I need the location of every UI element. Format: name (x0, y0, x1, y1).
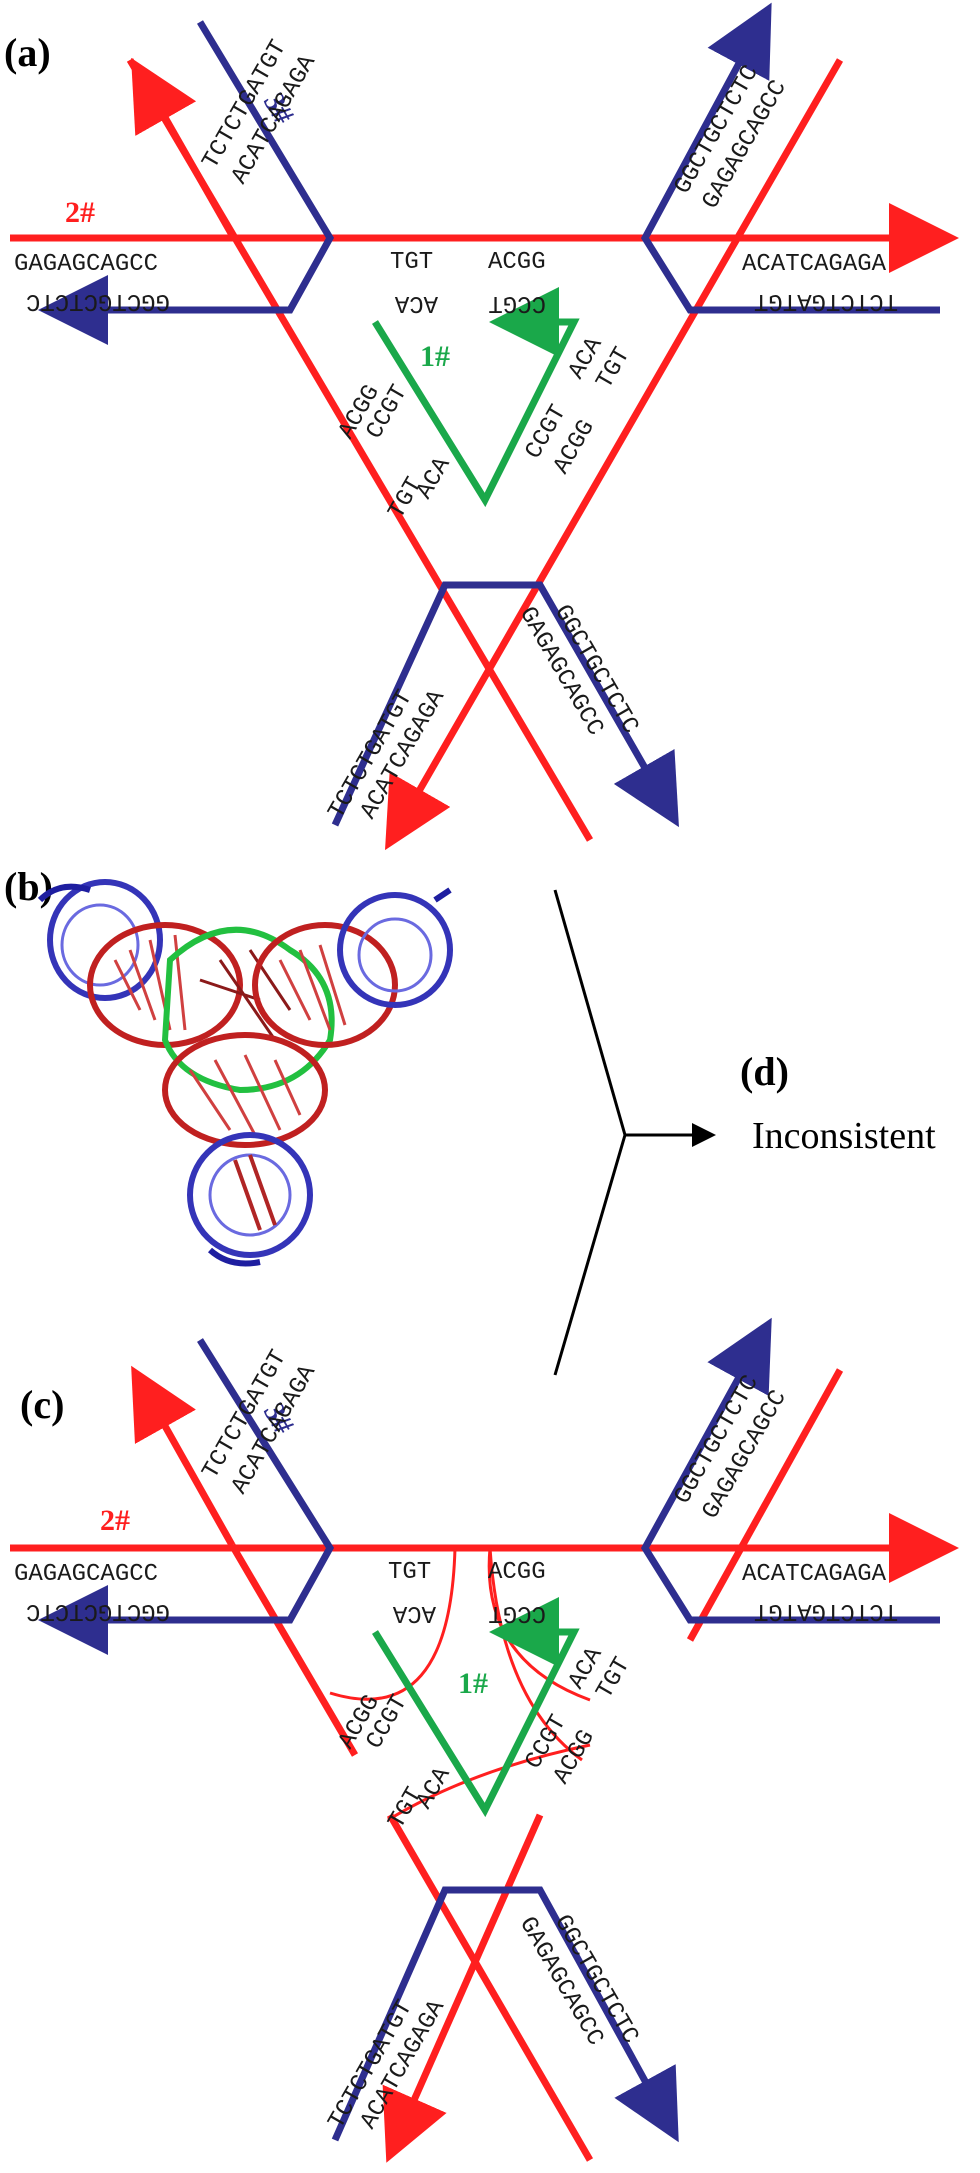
c-seq-right-top: ACATCAGAGA (742, 1561, 887, 1588)
seq-right-bottom: TCTCTGATGT (754, 287, 898, 314)
c-strand-2-upper-left-arrow (131, 1365, 236, 1547)
seq-inner-tgt: TGT (390, 249, 433, 276)
c-cut-left (329, 1546, 457, 1701)
c-strand-2-left-diagonal (228, 1543, 359, 1757)
c-seq-inner-tgt: TGT (388, 1559, 431, 1586)
seq-inner-ccgt: CCGT (488, 289, 546, 316)
branch-upper-line (553, 889, 627, 1136)
c-strand-1-label: 1# (458, 1667, 488, 1700)
c-strand-1-triangle (372, 1597, 580, 1818)
branch-lower-line (553, 1134, 627, 1376)
seq-right-top: ACATCAGAGA (742, 251, 887, 278)
c-cut-bottom (387, 1743, 591, 1822)
strand-3-right-arm (640, 2, 940, 314)
panel-c: (c) 2# 3# 1# GAGAGCAGCC GGCTGCTCTC ACATC… (10, 1317, 959, 2163)
c-strand-3-left-arm (38, 1338, 335, 1655)
strand-1-label: 1# (420, 340, 450, 373)
panel-a-label: (a) (4, 30, 51, 75)
seq-inner-aca: ACA (394, 289, 438, 316)
panel-b-label: (b) (4, 864, 53, 909)
panel-d: (d) Inconsistent (553, 889, 936, 1376)
panel-a: (a) 2# 3# 1# GAGAGCAGCC GGCTGCTCTC ACATC… (4, 2, 959, 851)
seq-left-bottom: GGCTGCTCTC (26, 287, 170, 314)
panel-b: (b) (4, 864, 453, 1267)
c-strand-2-label: 2# (100, 1504, 130, 1537)
c-strand-3-bottom-arm (331, 1886, 679, 2143)
seq-inner-acgg: ACGG (488, 249, 546, 276)
3d-ribbon-model-icon (37, 879, 453, 1267)
result-text: Inconsistent (752, 1115, 936, 1157)
strand-3-left-arm (38, 20, 335, 345)
c-seq-inner-ccgt: CCGT (488, 1599, 546, 1626)
strand-2-label: 2# (65, 196, 95, 229)
panel-c-label: (c) (20, 1382, 64, 1427)
c-cut-middle (488, 1547, 583, 1762)
c-strand-2-lower-left (382, 1813, 544, 2163)
strand-1-triangle (372, 287, 580, 508)
c-seq-left-bottom: GGCTGCTCTC (26, 1597, 170, 1624)
c-strand-2-lower-right (386, 1813, 594, 2162)
c-seq-inner-acgg: ACGG (488, 1559, 546, 1586)
c-seq-inner-aca: ACA (392, 1599, 436, 1626)
c-strand-2-right-diagonal (686, 1368, 844, 1642)
seq-left-top: GAGAGCAGCC (14, 251, 158, 278)
strand-3-bottom-arm (331, 581, 679, 828)
panel-d-label: (d) (740, 1049, 789, 1094)
c-seq-right-bottom: TCTCTGATGT (754, 1597, 898, 1624)
strand-2-right-diagonal (385, 58, 844, 851)
c-strand-3-right-arm (640, 1317, 940, 1624)
strand-2-upper-left-arrow (131, 57, 236, 237)
c-seq-left-top: GAGAGCAGCC (14, 1561, 158, 1588)
